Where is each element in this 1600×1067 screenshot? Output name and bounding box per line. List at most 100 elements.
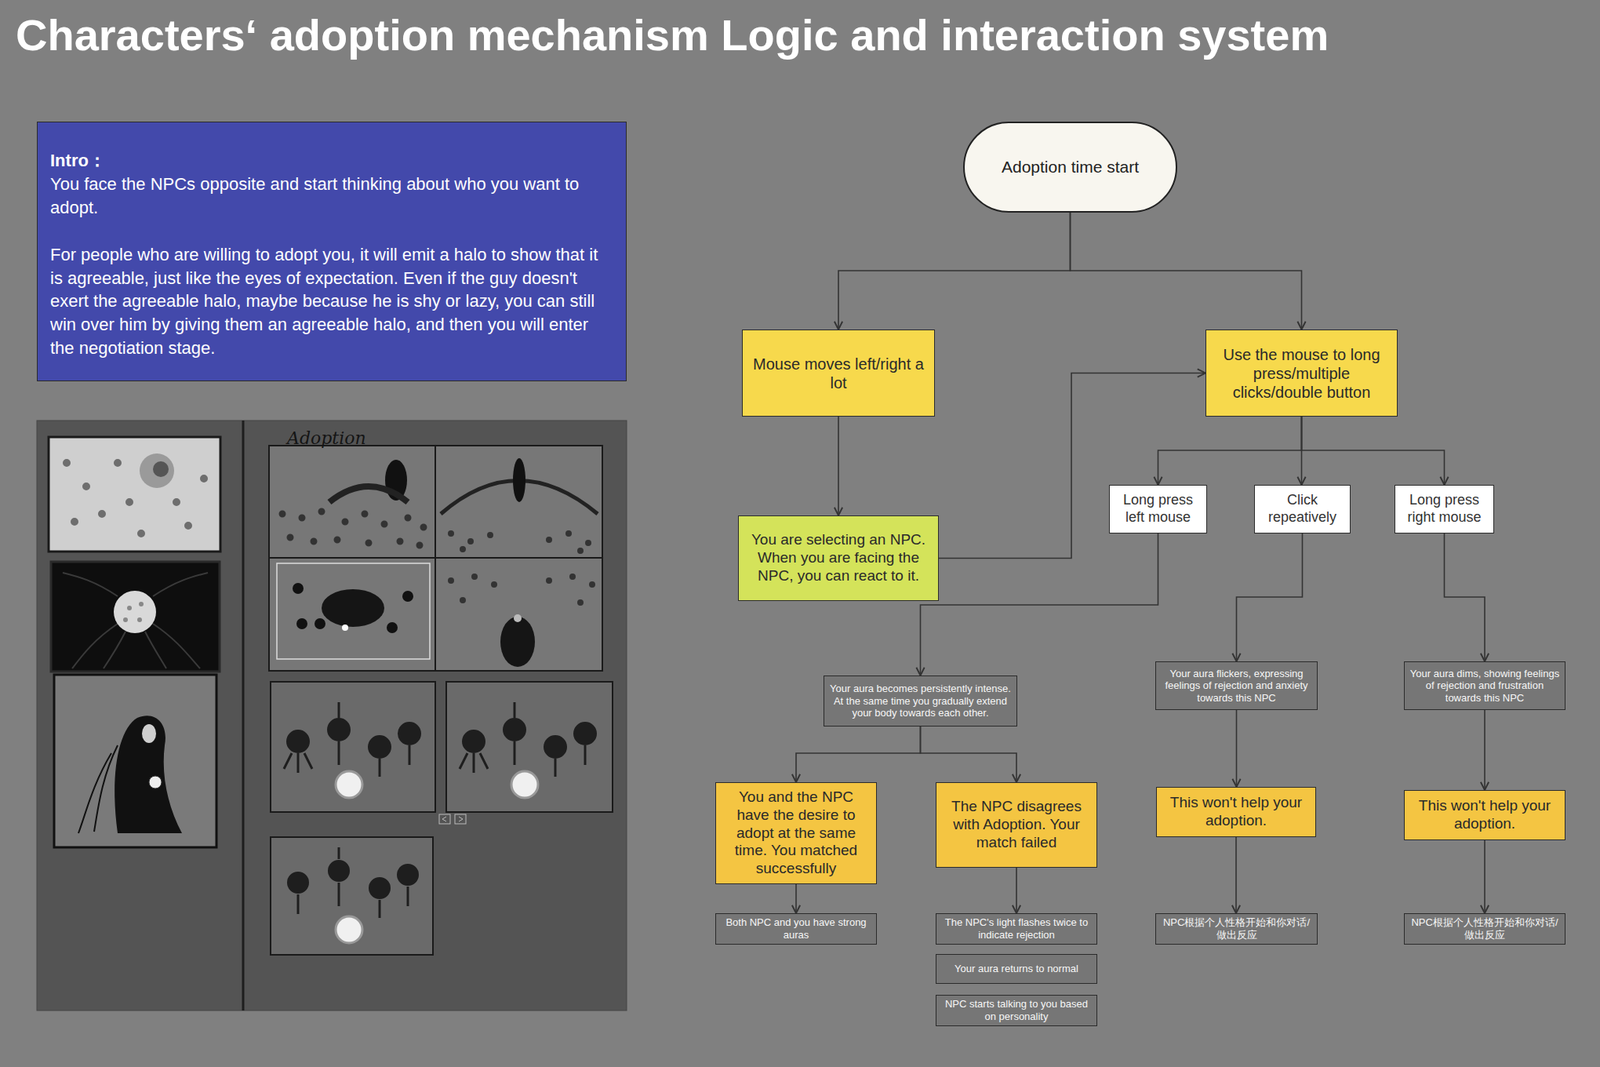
text-wrap: The NPC disagrees with Adoption. Your ma… [942,797,1091,851]
sketch-panel [36,420,627,1011]
sketch-dots [298,588,408,628]
state-box: You are selecting an NPC. When you are f… [738,515,939,601]
nav-button [439,814,451,824]
text-wrap: You are selecting an NPC. When you are f… [745,530,932,585]
note-box: NPC根据个人性格开始和你对话/做出反应 [1155,912,1318,945]
text-wrap: Your aura flickers, expressing feelings … [1160,667,1313,705]
connector [1070,212,1302,330]
note-box: Both NPC and you have strong auras [715,912,877,945]
sketch-orb [149,775,162,789]
node-text: NPC根据个人性格开始和你对话/做出反应 [1160,916,1313,941]
sketch-frame [270,836,433,955]
text-wrap: NPC starts talking to you based on perso… [941,997,1092,1022]
node-text: Adoption time start [972,156,1168,177]
sketch-orb [113,590,157,633]
text-wrap: NPC根据个人性格开始和你对话/做出反应 [1160,916,1313,941]
note-box: Your aura dims, showing feelings of reje… [1403,661,1566,710]
text-wrap: Long press right mouse [1400,491,1489,526]
sketch-figure [500,616,535,667]
action-box: Long press left mouse [1109,484,1208,534]
note-box: Your aura returns to normal [935,953,1098,984]
sketch-blob [152,461,169,477]
connector [920,533,1159,676]
sketch-hair [78,745,118,833]
connector [1483,840,1486,913]
text-wrap: This won't help your adoption. [1163,793,1310,830]
text-wrap: This won't help your adoption. [1410,796,1559,833]
sketch-dots [450,533,589,551]
result-box: This won't help your adoption. [1156,786,1317,837]
note-box: NPC starts talking to you based on perso… [935,994,1098,1026]
node-text: For people who are willing to adopt you,… [50,243,614,361]
sketch-light [513,614,522,622]
note-box: The NPC's light flashes twice to indicat… [935,912,1098,945]
sketch-face [141,723,157,743]
node-text: NPC starts talking to you based on perso… [941,997,1092,1022]
sketch-frame [50,561,220,672]
node-text: Mouse moves left/right a lot [749,354,928,393]
note-box: Your aura becomes persistently intense. … [823,675,1018,727]
node-text: Your aura dims, showing feelings of reje… [1409,667,1560,705]
sketch-glow [335,916,363,943]
diagram-title: Characters‘ adoption mechanism Logic and… [15,7,1329,63]
sketch-label: Adoption [287,428,367,448]
action-box: Long press right mouse [1394,484,1495,534]
result-box: The NPC disagrees with Adoption. Your ma… [935,781,1098,868]
sketch-light [341,624,349,631]
sketch-dots [125,603,142,620]
result-box: You and the NPC have the desire to adopt… [715,781,877,884]
sketch-figure [321,589,385,627]
text-wrap: Your aura becomes persistently intense. … [829,682,1012,720]
node-text: This won't help your adoption. [1163,793,1310,830]
connector [1236,709,1238,787]
connector [1158,416,1302,485]
text-wrap: Your aura dims, showing feelings of reje… [1409,667,1560,705]
node-text: You face the NPCs opposite and start thi… [50,172,614,220]
node-text: Click repeatively [1259,491,1346,526]
connector [796,726,921,782]
start-terminal: Adoption time start [963,121,1178,213]
text-wrap: Click repeatively [1259,491,1346,526]
text-wrap: NPC根据个人性格开始和你对话/做出反应 [1409,916,1560,941]
note-box: Your aura flickers, expressing feelings … [1155,661,1318,710]
panel-heading: Intro： [50,149,614,173]
action-box: Click repeatively [1254,484,1351,534]
connector [795,883,797,913]
sketch-frame [48,436,221,552]
node-text: Your aura flickers, expressing feelings … [1160,667,1313,705]
nav-button [454,814,466,824]
connector [1015,867,1018,913]
text-wrap: The NPC's light flashes twice to indicat… [941,916,1092,941]
node-text: Your aura returns to normal [941,962,1092,975]
input-box: Use the mouse to long press/multiple cli… [1205,329,1398,417]
node-text: The NPC disagrees with Adoption. Your ma… [942,797,1091,851]
sketch-creatures [298,729,586,747]
sketch-dots [66,462,204,534]
input-box: Mouse moves left/right a lot [741,329,935,417]
node-text: Long press right mouse [1400,491,1489,526]
sketch-glow [511,770,539,798]
sketch-legs [62,572,208,669]
connector [1444,533,1486,662]
connector [1301,416,1445,485]
node-text: NPC根据个人性格开始和你对话/做出反应 [1409,916,1560,941]
note-box: NPC根据个人性格开始和你对话/做出反应 [1403,912,1566,945]
nav-chevron [458,816,463,822]
sketch-creatures [298,870,408,888]
node-text: This won't help your adoption. [1410,796,1559,833]
text-wrap: Long press left mouse [1114,491,1202,526]
node-text: Your aura becomes persistently intense. … [829,682,1012,720]
node-text: Use the mouse to long press/multiple cli… [1212,345,1391,402]
node-text: Both NPC and you have strong auras [720,916,872,941]
text-wrap: You and the NPC have the desire to adopt… [722,788,870,878]
node-text: You are selecting an NPC. When you are f… [745,530,932,585]
text-wrap: Intro：You face the NPCs opposite and sta… [50,149,614,360]
sketch-frame [54,674,217,848]
node-text: You and the NPC have the desire to adopt… [722,788,870,878]
sketch-figure [114,715,182,833]
connector [1235,836,1237,913]
connector [838,212,1071,330]
text-wrap: Mouse moves left/right a lot [749,354,928,393]
connector [1236,533,1303,662]
